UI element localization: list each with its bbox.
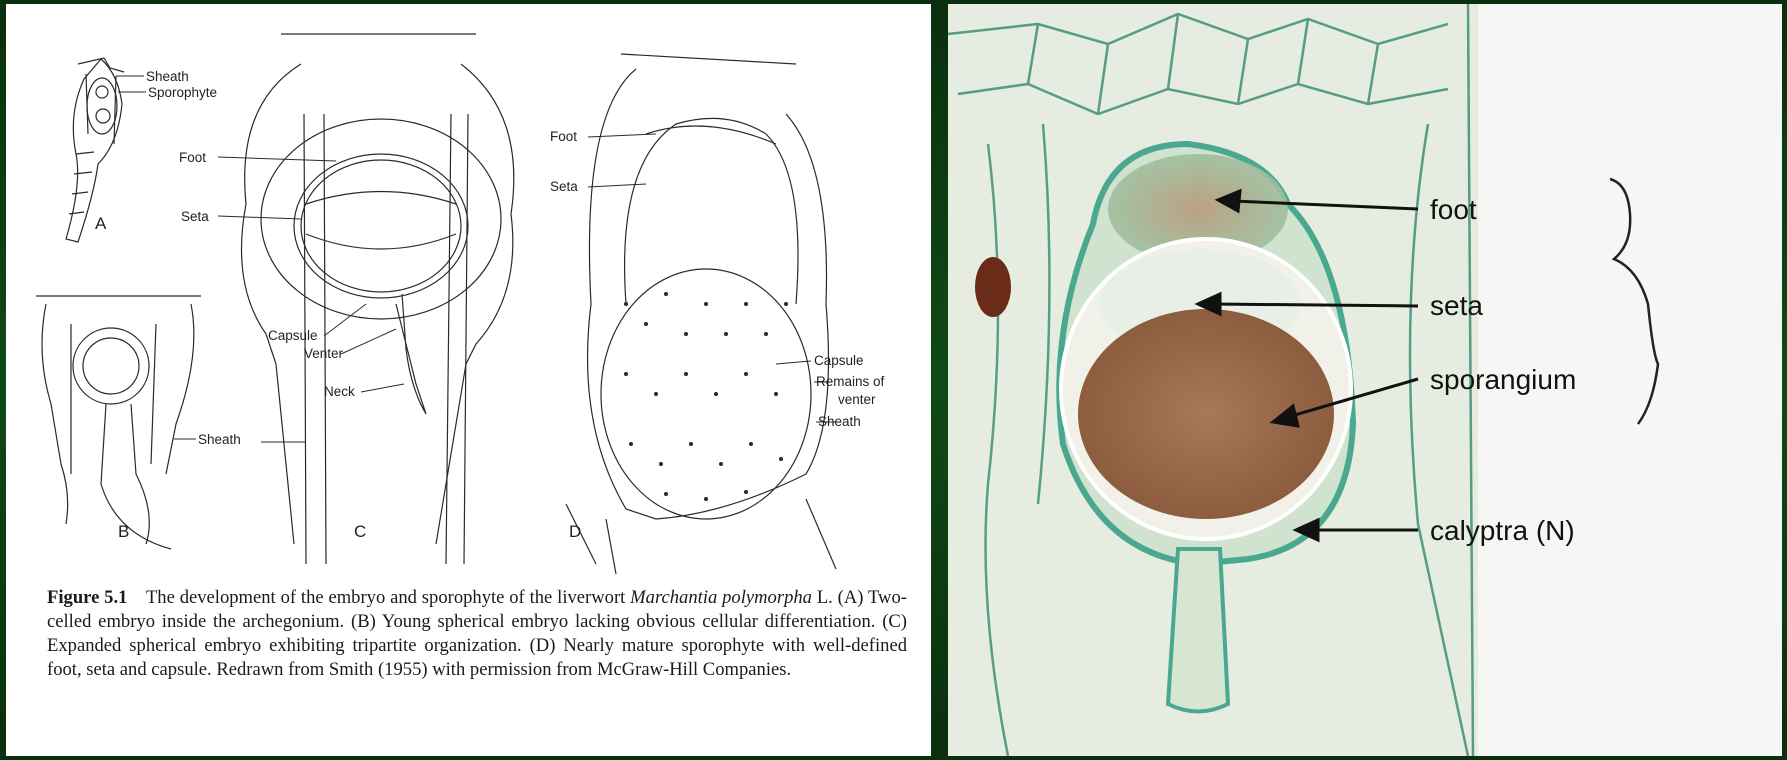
caption-species: Marchantia polymorpha	[630, 587, 812, 608]
label-c-foot: Foot	[179, 150, 206, 165]
label-a-letter: A	[95, 214, 107, 233]
label-b-sheath: Sheath	[198, 432, 241, 447]
dark-cell	[975, 257, 1011, 317]
brace	[1610, 179, 1658, 424]
label-b-letter: B	[118, 522, 129, 541]
line-drawing-figure-panel: Sheath Sporophyte A Sheath B Foot Seta C…	[6, 4, 931, 756]
figure-number: Figure 5.1	[47, 587, 127, 608]
label-sporangium: sporangium	[1430, 364, 1576, 395]
capsule-stipple	[624, 292, 788, 501]
label-d-seta: Seta	[550, 179, 578, 194]
label-calyptra: calyptra (N)	[1430, 515, 1575, 546]
label-c-neck: Neck	[324, 384, 355, 399]
drawing-b	[36, 296, 201, 549]
label-c-seta: Seta	[181, 209, 209, 224]
caption-text-1: The development of the embryo and sporop…	[146, 587, 625, 608]
label-d-remains-line1: Remains of	[816, 374, 885, 389]
label-d-foot: Foot	[550, 129, 577, 144]
label-d-remains-line2: venter	[838, 392, 876, 407]
label-seta: seta	[1430, 290, 1483, 321]
label-foot: foot	[1430, 194, 1477, 225]
label-a-sporophyte: Sporophyte	[148, 85, 217, 100]
micrograph-panel: foot seta sporangium calyptra (N)	[948, 4, 1782, 756]
stalk	[1168, 549, 1228, 712]
micrograph-svg: foot seta sporangium calyptra (N)	[948, 4, 1782, 756]
label-a-sheath: Sheath	[146, 69, 189, 84]
label-d-capsule: Capsule	[814, 353, 864, 368]
drawing-c	[242, 34, 514, 564]
label-c-venter: Venter	[304, 346, 344, 361]
label-c-capsule: Capsule	[268, 328, 318, 343]
drawings-svg: Sheath Sporophyte A Sheath B Foot Seta C…	[6, 4, 931, 574]
drawing-d	[566, 54, 836, 574]
figure-caption: Figure 5.1 The development of the embryo…	[47, 586, 907, 682]
label-c-letter: C	[354, 522, 366, 541]
label-d-sheath: Sheath	[818, 414, 861, 429]
label-d-letter: D	[569, 522, 581, 541]
